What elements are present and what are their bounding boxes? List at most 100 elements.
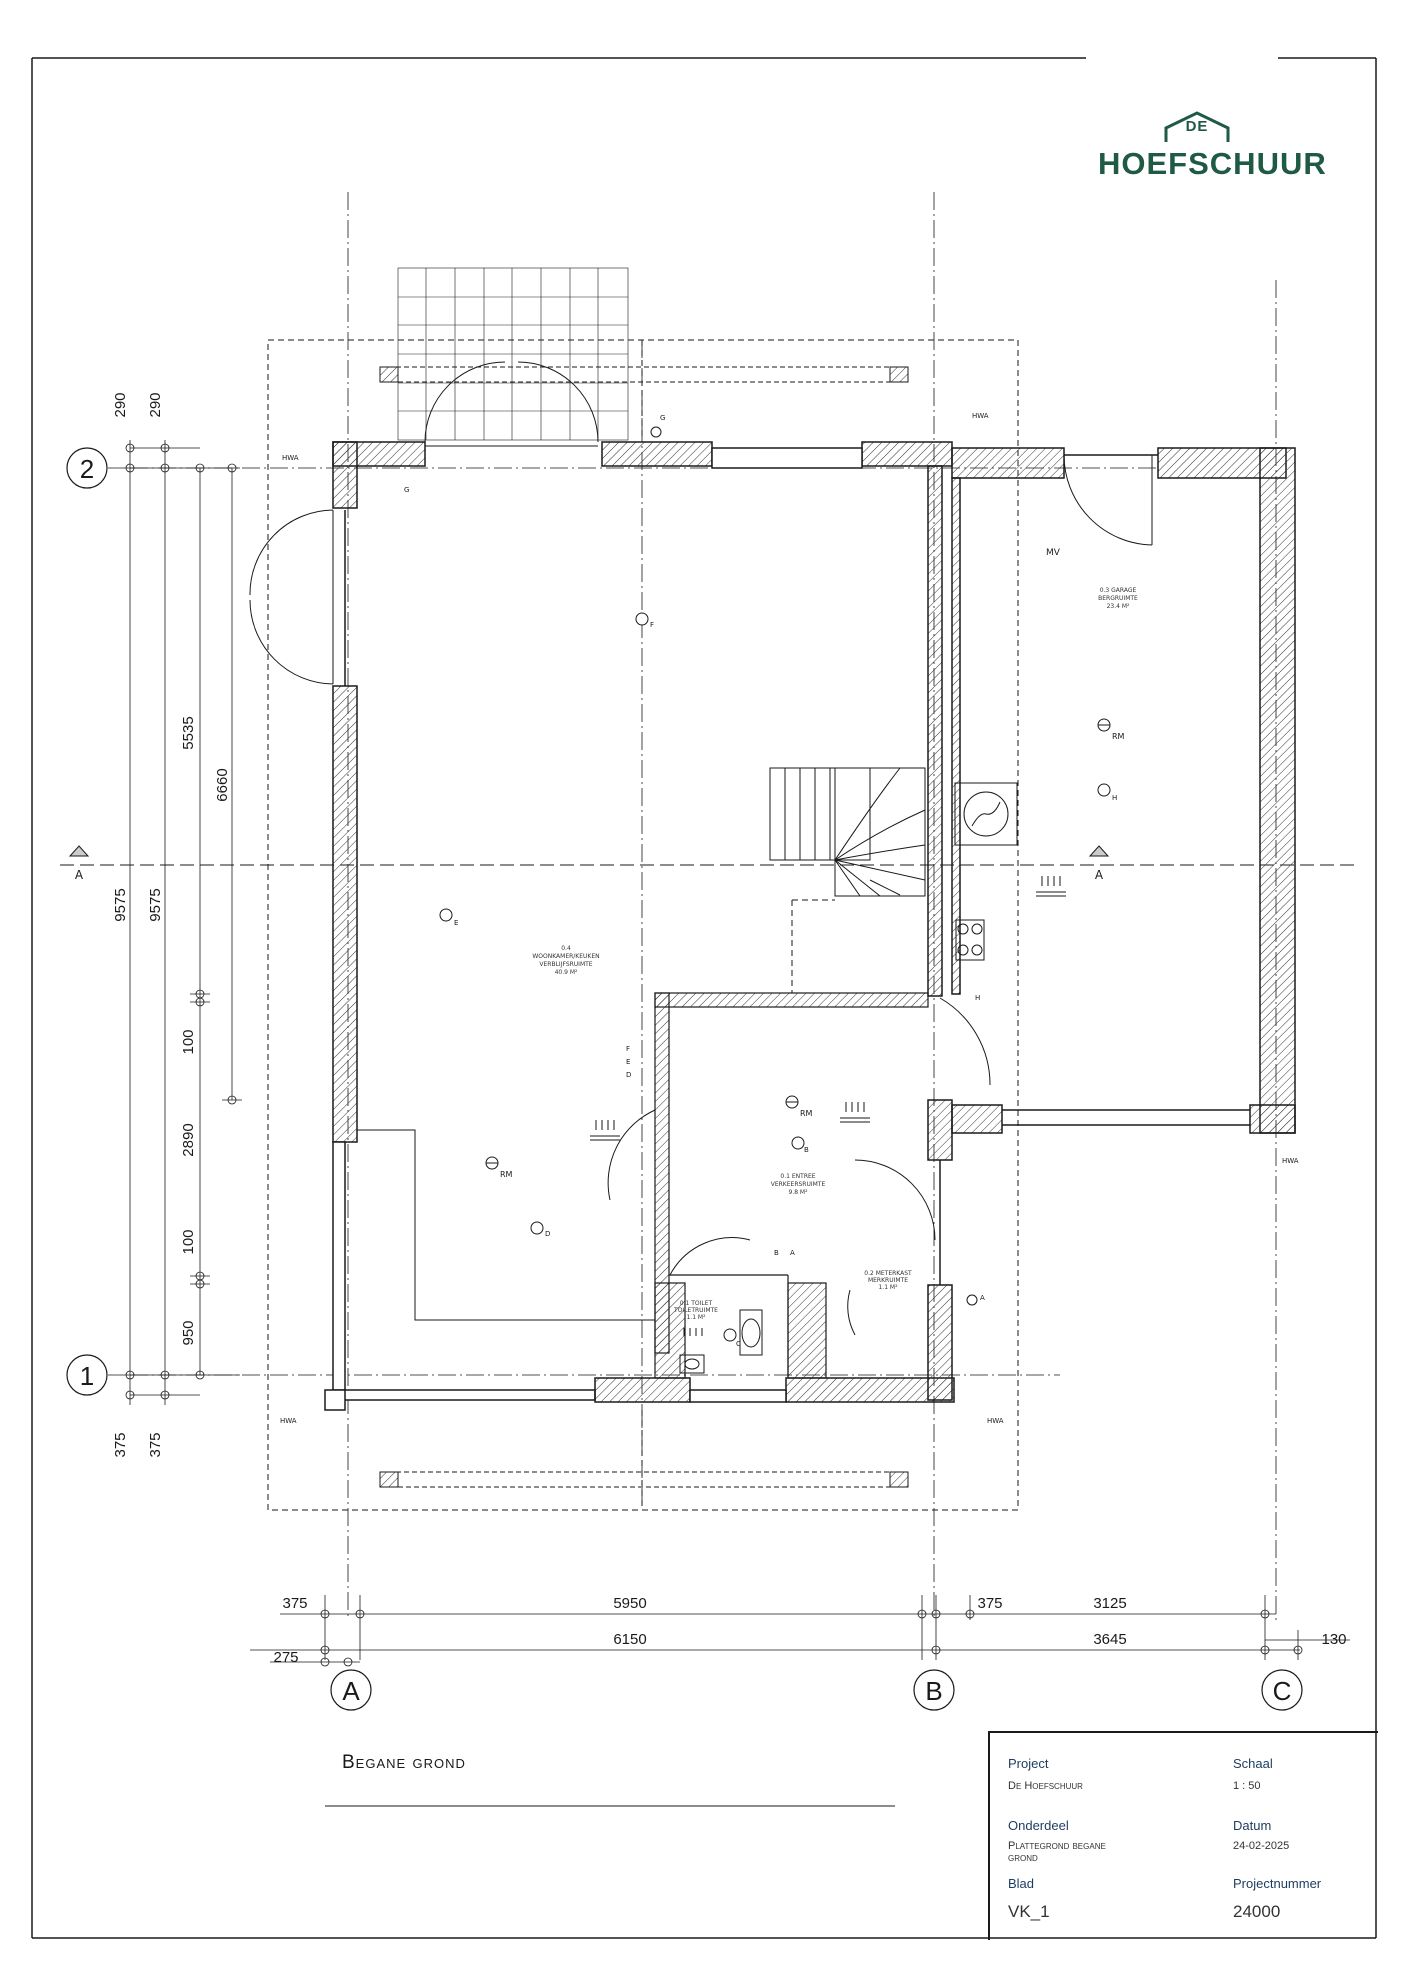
grid-lines bbox=[130, 192, 1277, 1620]
logo-main-text: HOEFSCHUUR bbox=[1098, 146, 1327, 181]
tb-part-value-1: Plattegrond begane bbox=[1008, 1840, 1106, 1852]
label-e-1: E bbox=[454, 919, 458, 927]
svg-text:A: A bbox=[75, 868, 84, 882]
grid-bubble-1 bbox=[66, 1354, 108, 1396]
hwa-label-1: HWA bbox=[282, 454, 299, 462]
svg-text:BERGRUIMTE: BERGRUIMTE bbox=[1098, 595, 1138, 602]
label-g-2: G bbox=[404, 486, 409, 494]
tb-date-label: Datum bbox=[1233, 1818, 1272, 1833]
label-f-2: F bbox=[626, 1045, 630, 1053]
sanitary-icons bbox=[679, 1309, 763, 1374]
sheet-title: Begane grond bbox=[342, 1752, 466, 1773]
tb-date-value: 24-02-2025 bbox=[1233, 1840, 1290, 1852]
svg-text:290: 290 bbox=[112, 392, 129, 417]
label-d-1: D bbox=[545, 1230, 550, 1238]
svg-text:0.1 TOILET: 0.1 TOILET bbox=[680, 1300, 713, 1307]
label-a-2: A bbox=[790, 1249, 795, 1257]
grid-label-c: C bbox=[1273, 1676, 1292, 1706]
grid-label-b: B bbox=[925, 1676, 942, 1706]
svg-text:375: 375 bbox=[147, 1432, 164, 1457]
svg-text:0.3 GARAGE: 0.3 GARAGE bbox=[1100, 587, 1137, 594]
label-h-1: H bbox=[1112, 794, 1117, 802]
svg-text:1.1 M²: 1.1 M² bbox=[878, 1284, 898, 1291]
inner-walls bbox=[654, 992, 929, 1379]
ventilation-unit-icon bbox=[954, 782, 1018, 846]
grid-bubble-b bbox=[913, 1669, 955, 1711]
hwa-label-4: HWA bbox=[987, 1417, 1004, 1425]
hwa-label-5: HWA bbox=[1282, 1157, 1299, 1165]
room-labels: 0.4 WOONKAMER/KEUKEN VERBLIJFSRUIMTE 40.… bbox=[532, 587, 1138, 1321]
tb-project-value: De Hoefschuur bbox=[1008, 1780, 1083, 1792]
roof-outline bbox=[267, 339, 1019, 1511]
left-dimension-lines bbox=[108, 440, 242, 1405]
logo-house-icon bbox=[1164, 111, 1230, 142]
label-b-2: B bbox=[774, 1249, 779, 1257]
beams bbox=[379, 366, 909, 1488]
svg-text:TOILETRUIMTE: TOILETRUIMTE bbox=[673, 1307, 718, 1314]
tb-projnr-value: 24000 bbox=[1233, 1902, 1281, 1921]
bottom-dimension-ticks bbox=[320, 1609, 1303, 1667]
grid-bubble-a bbox=[330, 1669, 372, 1711]
svg-text:0.1 ENTREE: 0.1 ENTREE bbox=[780, 1173, 815, 1180]
grid-bubble-labels: 2 1 A B C bbox=[80, 454, 1292, 1706]
socket-icons bbox=[439, 426, 1111, 1342]
svg-text:375: 375 bbox=[282, 1595, 307, 1612]
svg-text:950: 950 bbox=[180, 1320, 197, 1345]
label-h-2: H bbox=[975, 994, 980, 1002]
label-g-1: G bbox=[660, 414, 665, 422]
svg-text:290: 290 bbox=[147, 392, 164, 417]
tb-projnr-label: Projectnummer bbox=[1233, 1876, 1322, 1891]
svg-text:1.1 M²: 1.1 M² bbox=[686, 1314, 706, 1321]
svg-text:0.4: 0.4 bbox=[561, 945, 571, 952]
tb-project-label: Project bbox=[1008, 1756, 1049, 1771]
meter-boxes-icon bbox=[955, 919, 985, 961]
section-line: A A bbox=[60, 845, 1360, 882]
grid-label-1: 1 bbox=[80, 1361, 94, 1391]
plan-labels: RM RM RM MV HWA HWA HWA HWA HWA G G F E … bbox=[280, 412, 1299, 1425]
svg-text:40.9 M²: 40.9 M² bbox=[555, 969, 578, 976]
svg-text:9.8 M²: 9.8 M² bbox=[788, 1189, 808, 1196]
rm-label-living: RM bbox=[500, 1170, 513, 1179]
grid-bubble-2 bbox=[66, 447, 108, 489]
logo-top-text: DE bbox=[1185, 118, 1209, 135]
grid-bubble-c bbox=[1261, 1669, 1303, 1711]
left-dimension-labels: 290 290 5535 6660 9575 9575 100 2890 100… bbox=[112, 392, 231, 1457]
mv-label: MV bbox=[1046, 548, 1061, 558]
radiator-icons bbox=[590, 876, 1066, 1336]
hwa-label-3: HWA bbox=[280, 1417, 297, 1425]
rm-label-hall: RM bbox=[800, 1109, 813, 1118]
grid-label-2: 2 bbox=[80, 454, 94, 484]
tb-scale-value: 1 : 50 bbox=[1233, 1780, 1261, 1792]
svg-text:5535: 5535 bbox=[180, 716, 197, 749]
tb-scale-label: Schaal bbox=[1233, 1756, 1273, 1771]
label-b-1: B bbox=[804, 1146, 809, 1154]
tb-part-value-2: grond bbox=[1008, 1852, 1038, 1864]
svg-text:VERBLIJFSRUIMTE: VERBLIJFSRUIMTE bbox=[539, 961, 592, 968]
grid-label-a: A bbox=[342, 1676, 360, 1706]
terrace-tiles bbox=[397, 267, 629, 441]
svg-text:6150: 6150 bbox=[613, 1631, 646, 1648]
svg-text:9575: 9575 bbox=[147, 888, 164, 921]
stairs bbox=[769, 767, 926, 993]
svg-text:100: 100 bbox=[180, 1029, 197, 1054]
rm-label-garage: RM bbox=[1112, 732, 1125, 741]
tb-sheet-label: Blad bbox=[1008, 1876, 1035, 1891]
garage-walls bbox=[951, 447, 1296, 1134]
svg-text:3125: 3125 bbox=[1093, 1595, 1126, 1612]
hwa-label-2: HWA bbox=[972, 412, 989, 420]
title-block bbox=[988, 1731, 1378, 1940]
svg-text:A: A bbox=[1095, 868, 1104, 882]
label-d-2: D bbox=[626, 1071, 631, 1079]
tb-sheet-value: VK_1 bbox=[1008, 1902, 1050, 1921]
svg-text:MERKRUIMTE: MERKRUIMTE bbox=[868, 1277, 908, 1284]
label-a-1: A bbox=[980, 1294, 985, 1302]
left-dimension-ticks bbox=[125, 443, 237, 1400]
svg-text:VERKEERSRUIMTE: VERKEERSRUIMTE bbox=[771, 1181, 826, 1188]
svg-text:275: 275 bbox=[273, 1649, 298, 1666]
svg-text:23.4 M²: 23.4 M² bbox=[1107, 603, 1130, 610]
svg-text:3645: 3645 bbox=[1093, 1631, 1126, 1648]
svg-text:9575: 9575 bbox=[112, 888, 129, 921]
svg-text:375: 375 bbox=[977, 1595, 1002, 1612]
bottom-dimension-labels: 375 5950 375 3125 275 6150 3645 130 bbox=[273, 1595, 1346, 1666]
